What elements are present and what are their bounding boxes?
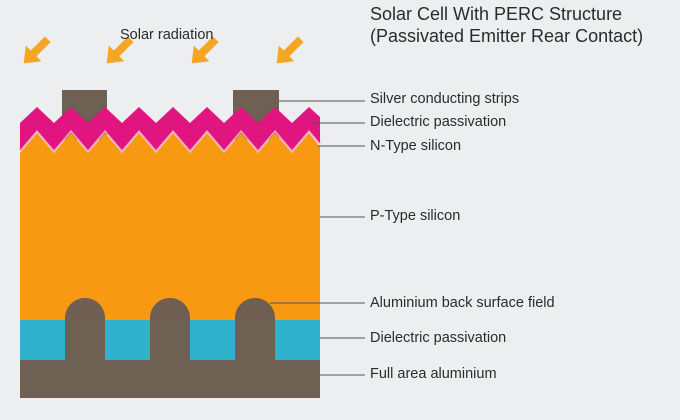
back-surface-field-contact [235,298,275,360]
label-p-type: P-Type silicon [370,208,461,224]
dielectric-passivation-top [20,107,320,150]
label-n-type: N-Type silicon [370,138,462,154]
arrow-icon [23,36,51,64]
leader-lines [270,100,365,376]
full-area-aluminium [20,360,320,398]
arrow-icon [106,36,134,64]
label-full-aluminium: Full area aluminium [370,366,497,382]
title-line-2: (Passivated Emitter Rear Contact) [370,26,644,46]
title-line-1: Solar Cell With PERC Structure [370,4,623,24]
arrow-icon [276,36,304,64]
solar-radiation-arrows [23,36,304,64]
back-surface-field-contact [150,298,190,360]
solar-radiation-label: Solar radiation [120,27,214,43]
back-surface-field-contact [65,298,105,360]
arrow-icon [191,36,219,64]
label-back-surface-field: Aluminium back surface field [370,295,555,311]
p-type-silicon-layer [20,133,320,320]
label-dielectric-top: Dielectric passivation [370,114,507,130]
label-dielectric-rear: Dielectric passivation [370,330,507,346]
label-silver-strips: Silver conducting strips [370,91,520,107]
